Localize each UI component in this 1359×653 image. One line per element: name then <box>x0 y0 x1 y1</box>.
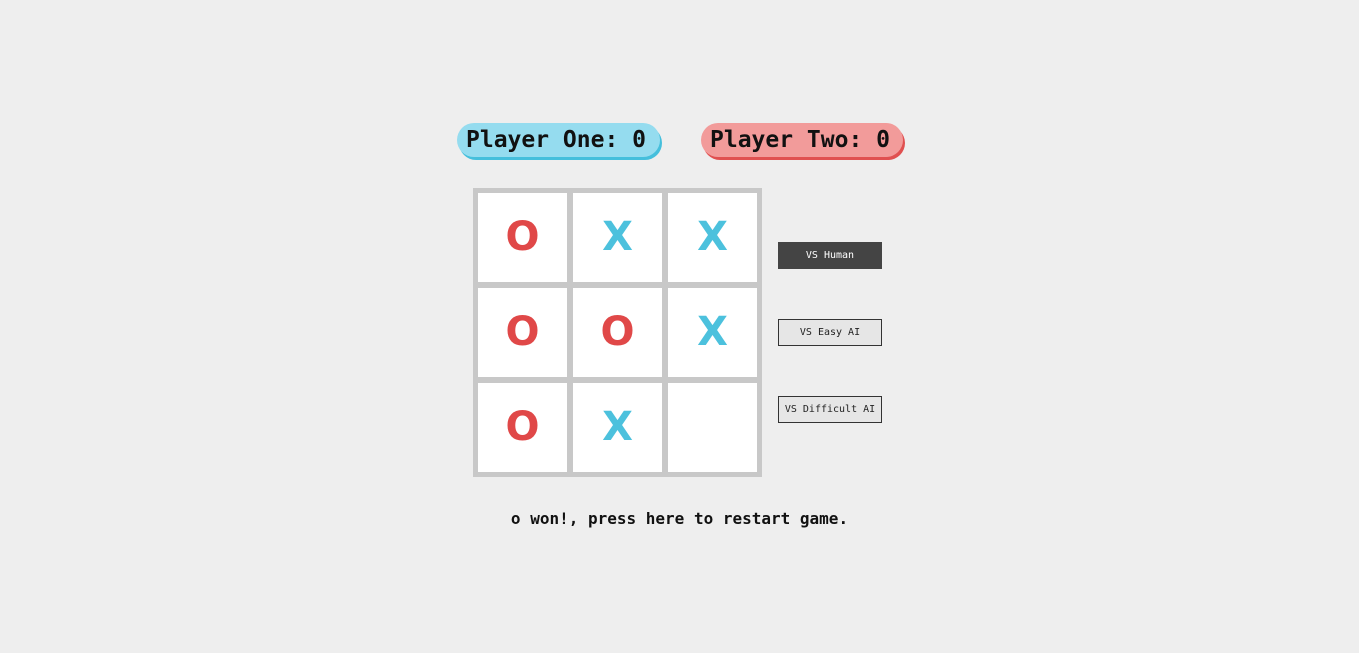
board-cell-9[interactable] <box>668 383 757 472</box>
restart-game-message[interactable]: o won!, press here to restart game. <box>510 509 849 528</box>
board-cell-7[interactable]: O <box>478 383 567 472</box>
game-board: O X X O O X O X <box>473 188 762 477</box>
board-cell-8[interactable]: X <box>573 383 662 472</box>
board-cell-4[interactable]: O <box>478 288 567 377</box>
player-two-score: Player Two: 0 <box>701 123 903 157</box>
vs-human-button[interactable]: VS Human <box>778 242 882 269</box>
board-cell-5[interactable]: O <box>573 288 662 377</box>
player-one-score: Player One: 0 <box>457 123 660 157</box>
board-cell-2[interactable]: X <box>573 193 662 282</box>
board-cell-3[interactable]: X <box>668 193 757 282</box>
vs-difficult-ai-button[interactable]: VS Difficult AI <box>778 396 882 423</box>
board-cell-6[interactable]: X <box>668 288 757 377</box>
board-cell-1[interactable]: O <box>478 193 567 282</box>
vs-easy-ai-button[interactable]: VS Easy AI <box>778 319 882 346</box>
